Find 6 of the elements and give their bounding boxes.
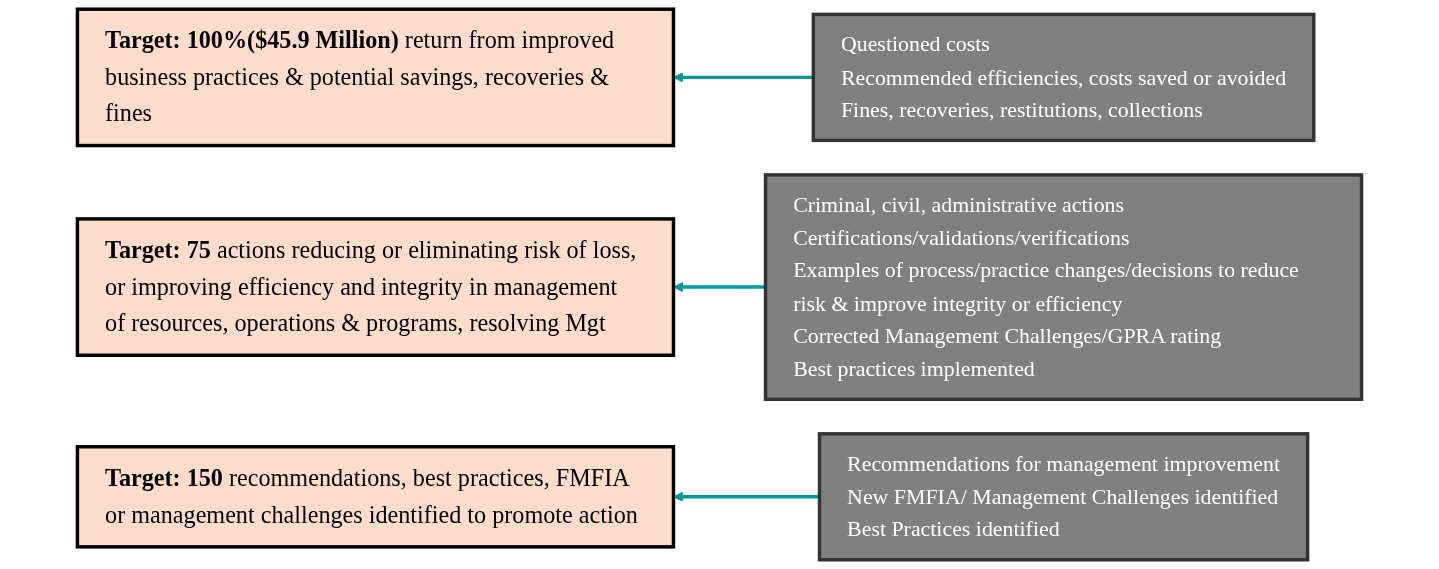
node-box: Target: 150 recommendations, best practices, FMFIA or management challenges identified to promote action bbox=[75, 445, 676, 549]
node-box: Target: 100%($45.9 Million) return from improved business practices & potential savings, recoveries & fines bbox=[75, 7, 676, 148]
node-box: Questioned costs Recommended efficiencies, costs saved or avoided Fines, recoveries, restitutions, collections bbox=[811, 12, 1316, 143]
node-box: Target: 75 actions reducing or eliminating risk of loss, or improving efficiency and integrity in management of resources, operations & programs, resolving Mgt bbox=[75, 217, 676, 357]
node-box: Criminal, civil, administrative actions Certifications/validations/verifications Examples of process/practice changes/decisions to reduce risk & improve integrity or efficiency Corrected Management Challenges/GPRA rating Best practices implemented bbox=[763, 173, 1364, 401]
node-box: Recommendations for management improvement New FMFIA/ Management Challenges identified Best Practices identified bbox=[817, 432, 1310, 562]
